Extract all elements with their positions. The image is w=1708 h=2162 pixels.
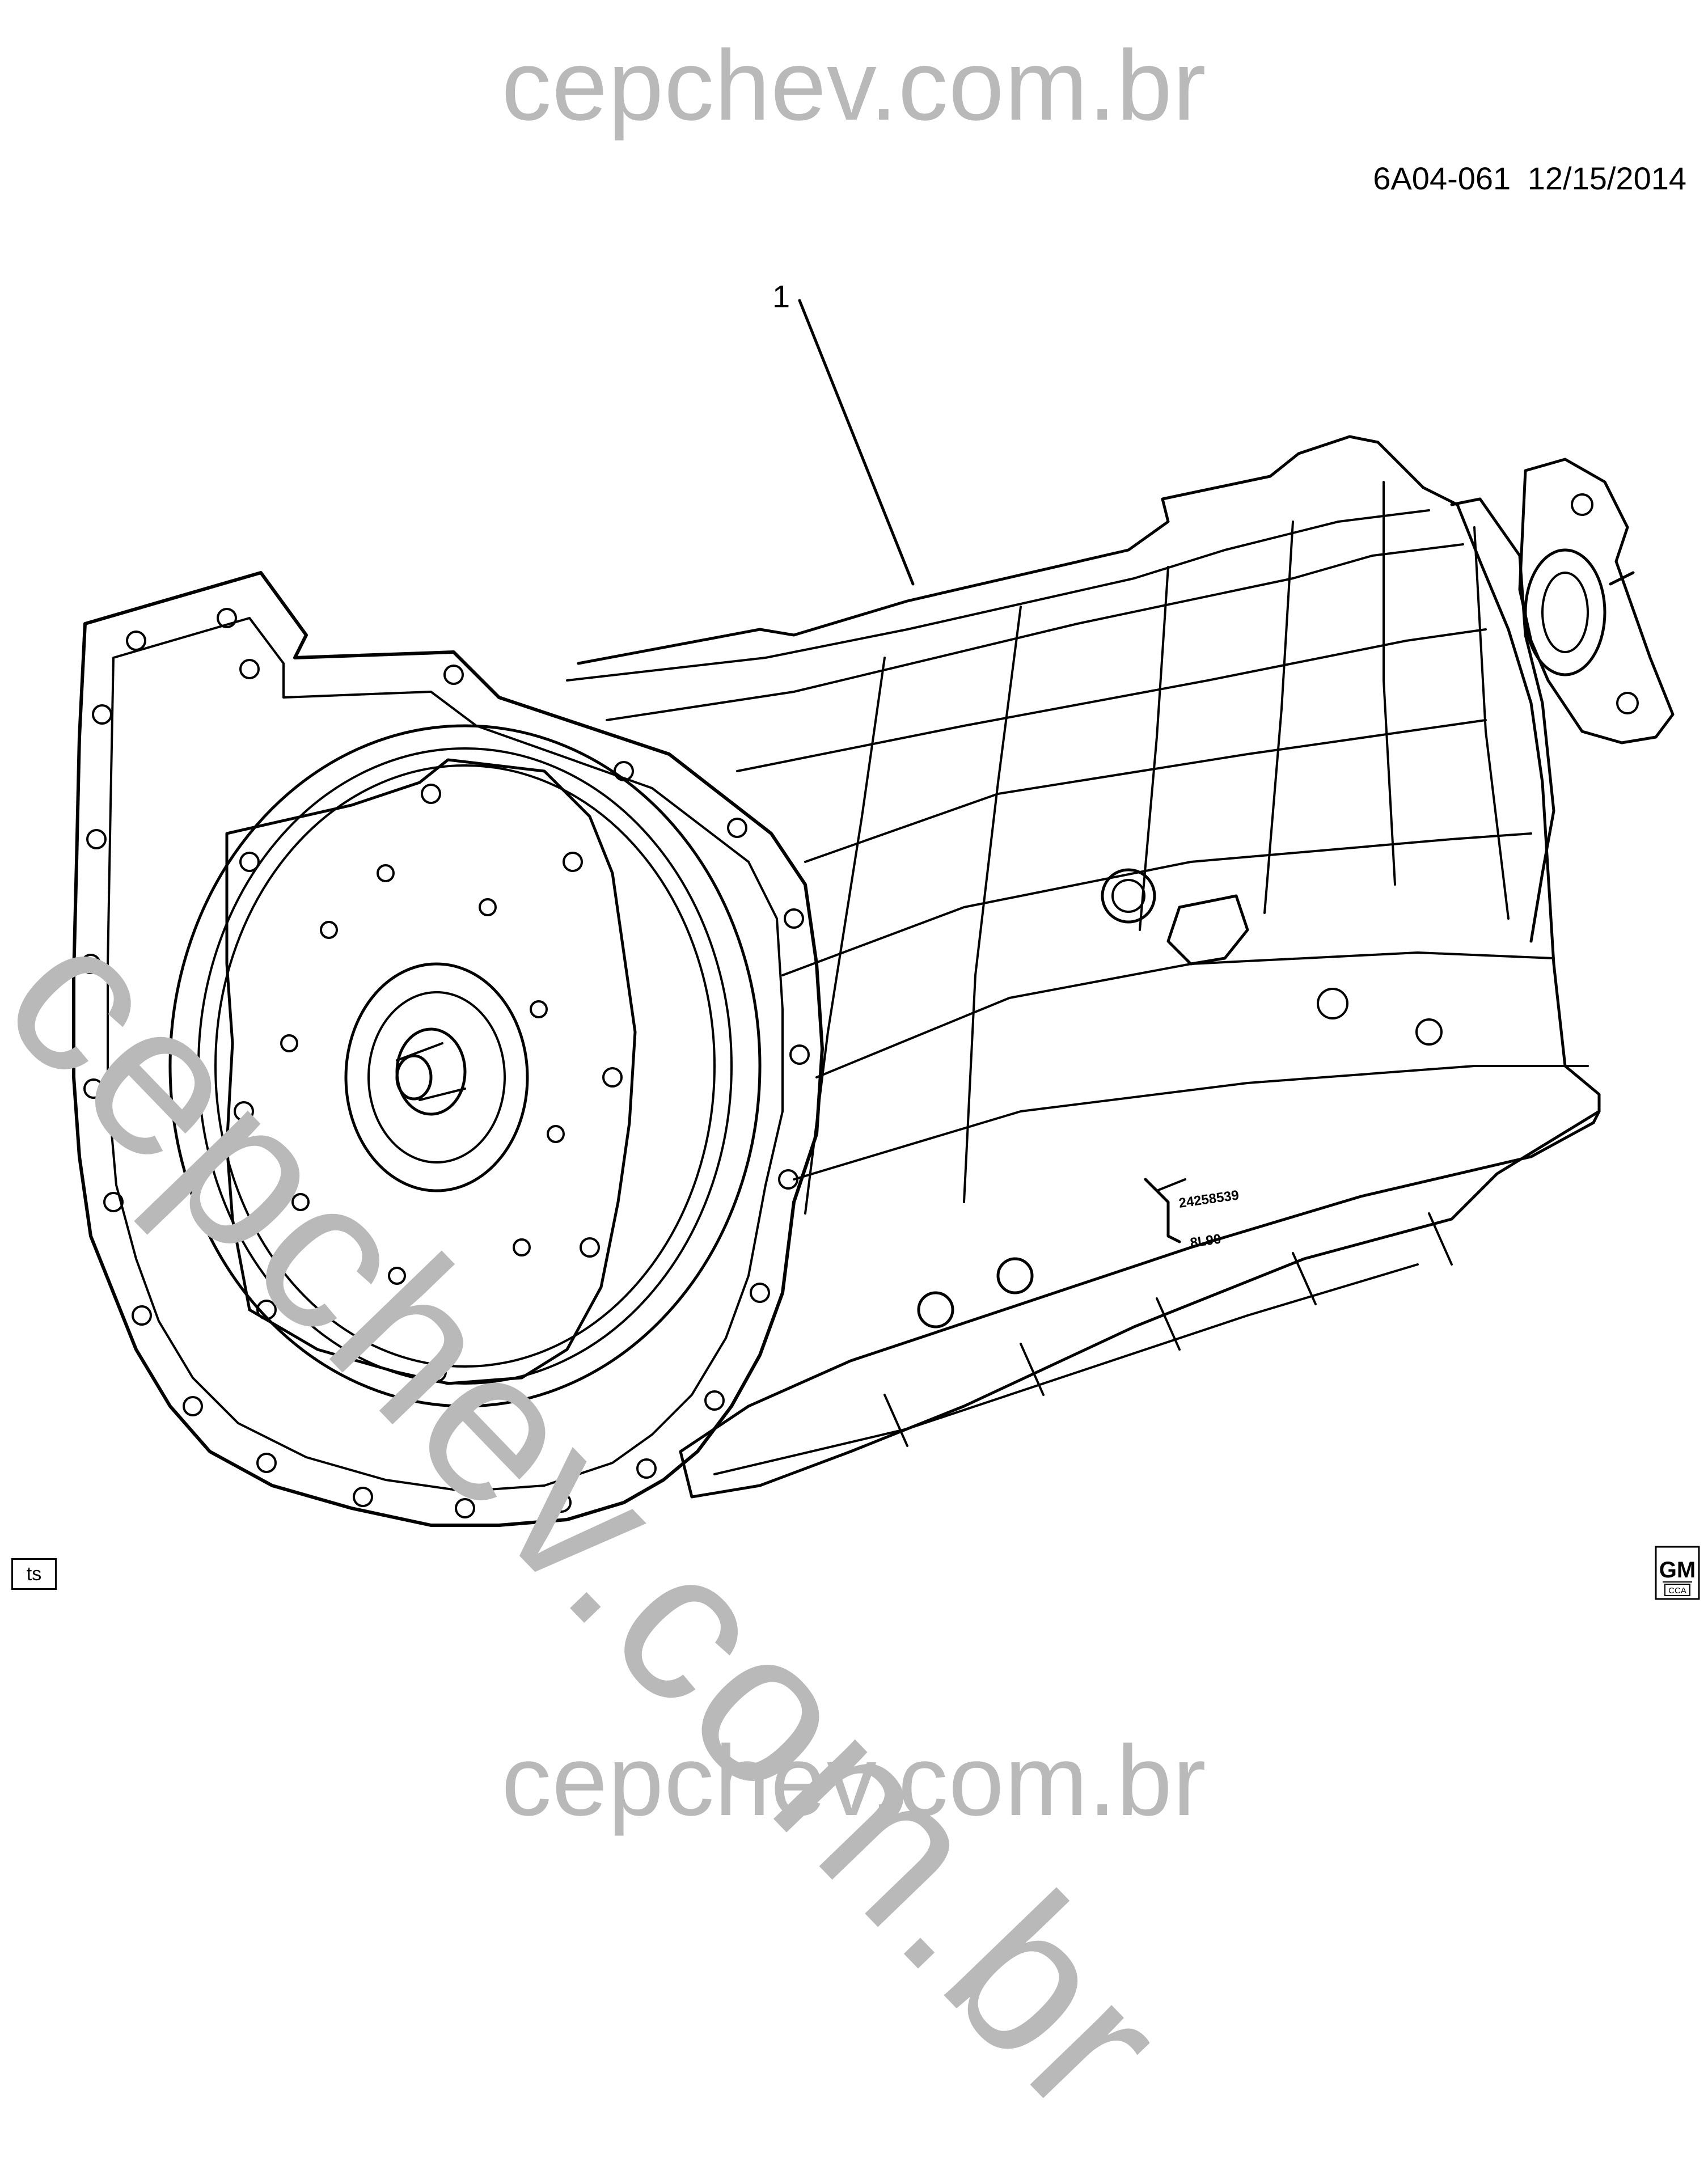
watermark-bottom: cepchev.com.br bbox=[501, 1725, 1207, 1837]
oil-pan bbox=[679, 1110, 1601, 1499]
flange-bolt-holes bbox=[81, 608, 810, 1518]
ts-label: ts bbox=[26, 1563, 42, 1585]
converter-flexplate bbox=[225, 758, 637, 1385]
main-case-top bbox=[577, 435, 1601, 1113]
output-flange bbox=[1518, 458, 1675, 744]
converter-housing-ring bbox=[168, 724, 762, 1408]
transmission-drawing bbox=[72, 299, 1675, 1527]
ts-label-box: ts bbox=[11, 1558, 57, 1590]
flexplate-bolt-holes bbox=[234, 784, 623, 1382]
callout-number-1: 1 bbox=[772, 278, 790, 314]
converter-hub bbox=[344, 962, 529, 1192]
output-shaft bbox=[1524, 548, 1606, 676]
gm-cca-logo-icon: GM CCA bbox=[1655, 1546, 1700, 1600]
tail-housing bbox=[1450, 497, 1555, 943]
callout-leader-line bbox=[798, 299, 915, 586]
watermark-top: cepchev.com.br bbox=[501, 30, 1207, 141]
side-boss bbox=[1101, 868, 1156, 924]
svg-text:CCA: CCA bbox=[1668, 1586, 1686, 1596]
diagram-id-date: 6A04-061 12/15/2014 bbox=[1373, 160, 1686, 196]
svg-text:GM: GM bbox=[1659, 1558, 1696, 1583]
bellhousing-flange bbox=[72, 571, 824, 1527]
electrical-connector bbox=[1166, 894, 1249, 966]
